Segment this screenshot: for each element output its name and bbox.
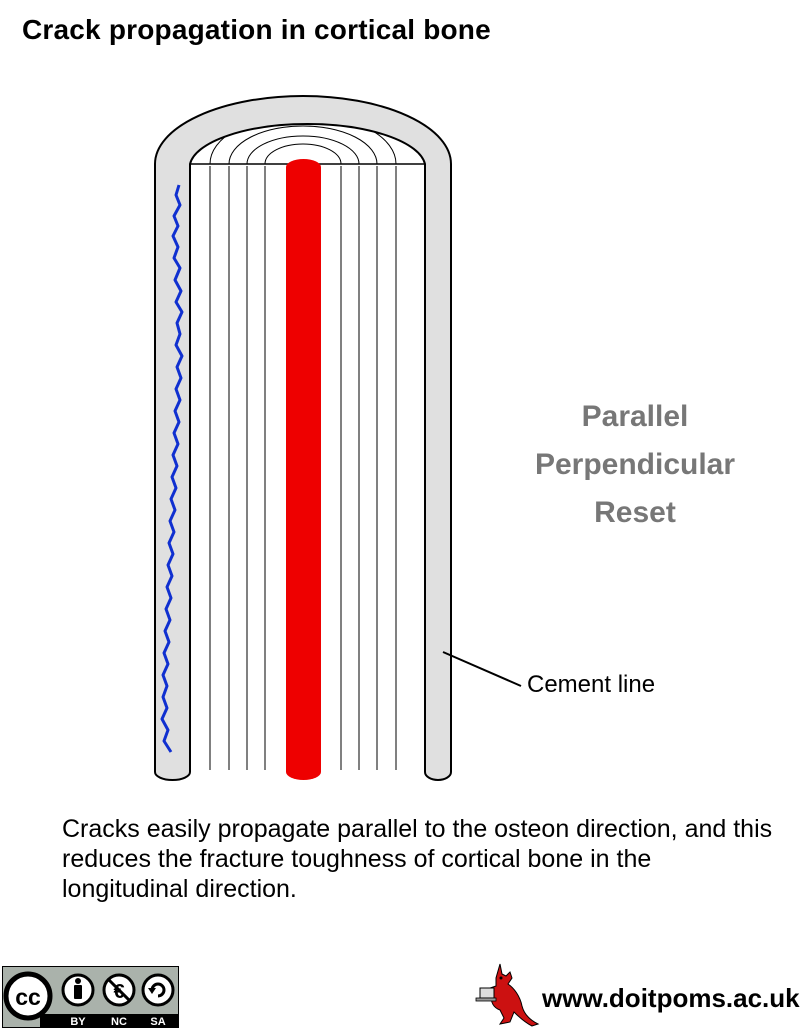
sharealike-icon <box>141 973 175 1007</box>
control-panel: Parallel Perpendicular Reset <box>515 393 755 537</box>
svg-text:SA: SA <box>150 1016 165 1028</box>
reset-button[interactable]: Reset <box>594 496 676 529</box>
cement-line-pointer <box>442 651 522 687</box>
perpendicular-button[interactable]: Perpendicular <box>534 448 736 481</box>
cement-line-label: Cement line <box>527 671 656 698</box>
svg-text:cc: cc <box>15 984 41 1010</box>
parallel-button[interactable]: Parallel <box>581 400 689 433</box>
noncommercial-icon: € <box>102 973 136 1007</box>
page-title: Crack propagation in cortical bone <box>22 14 491 45</box>
lamellae-lines <box>209 166 397 770</box>
attribution-icon <box>61 973 95 1007</box>
kangaroo-logo-icon <box>475 963 540 1027</box>
cc-license-badge[interactable]: cc € BY NC SA <box>2 966 179 1028</box>
caption-text: Cracks easily propagate parallel to the … <box>62 815 773 903</box>
cc-icon: cc <box>3 971 53 1021</box>
svg-text:NC: NC <box>111 1016 127 1028</box>
haversian-canal <box>286 159 321 780</box>
crack-path <box>160 184 184 753</box>
cement-line-shell <box>154 95 452 781</box>
site-url[interactable]: www.doitpoms.ac.uk <box>542 983 800 1013</box>
svg-text:BY: BY <box>70 1016 86 1028</box>
